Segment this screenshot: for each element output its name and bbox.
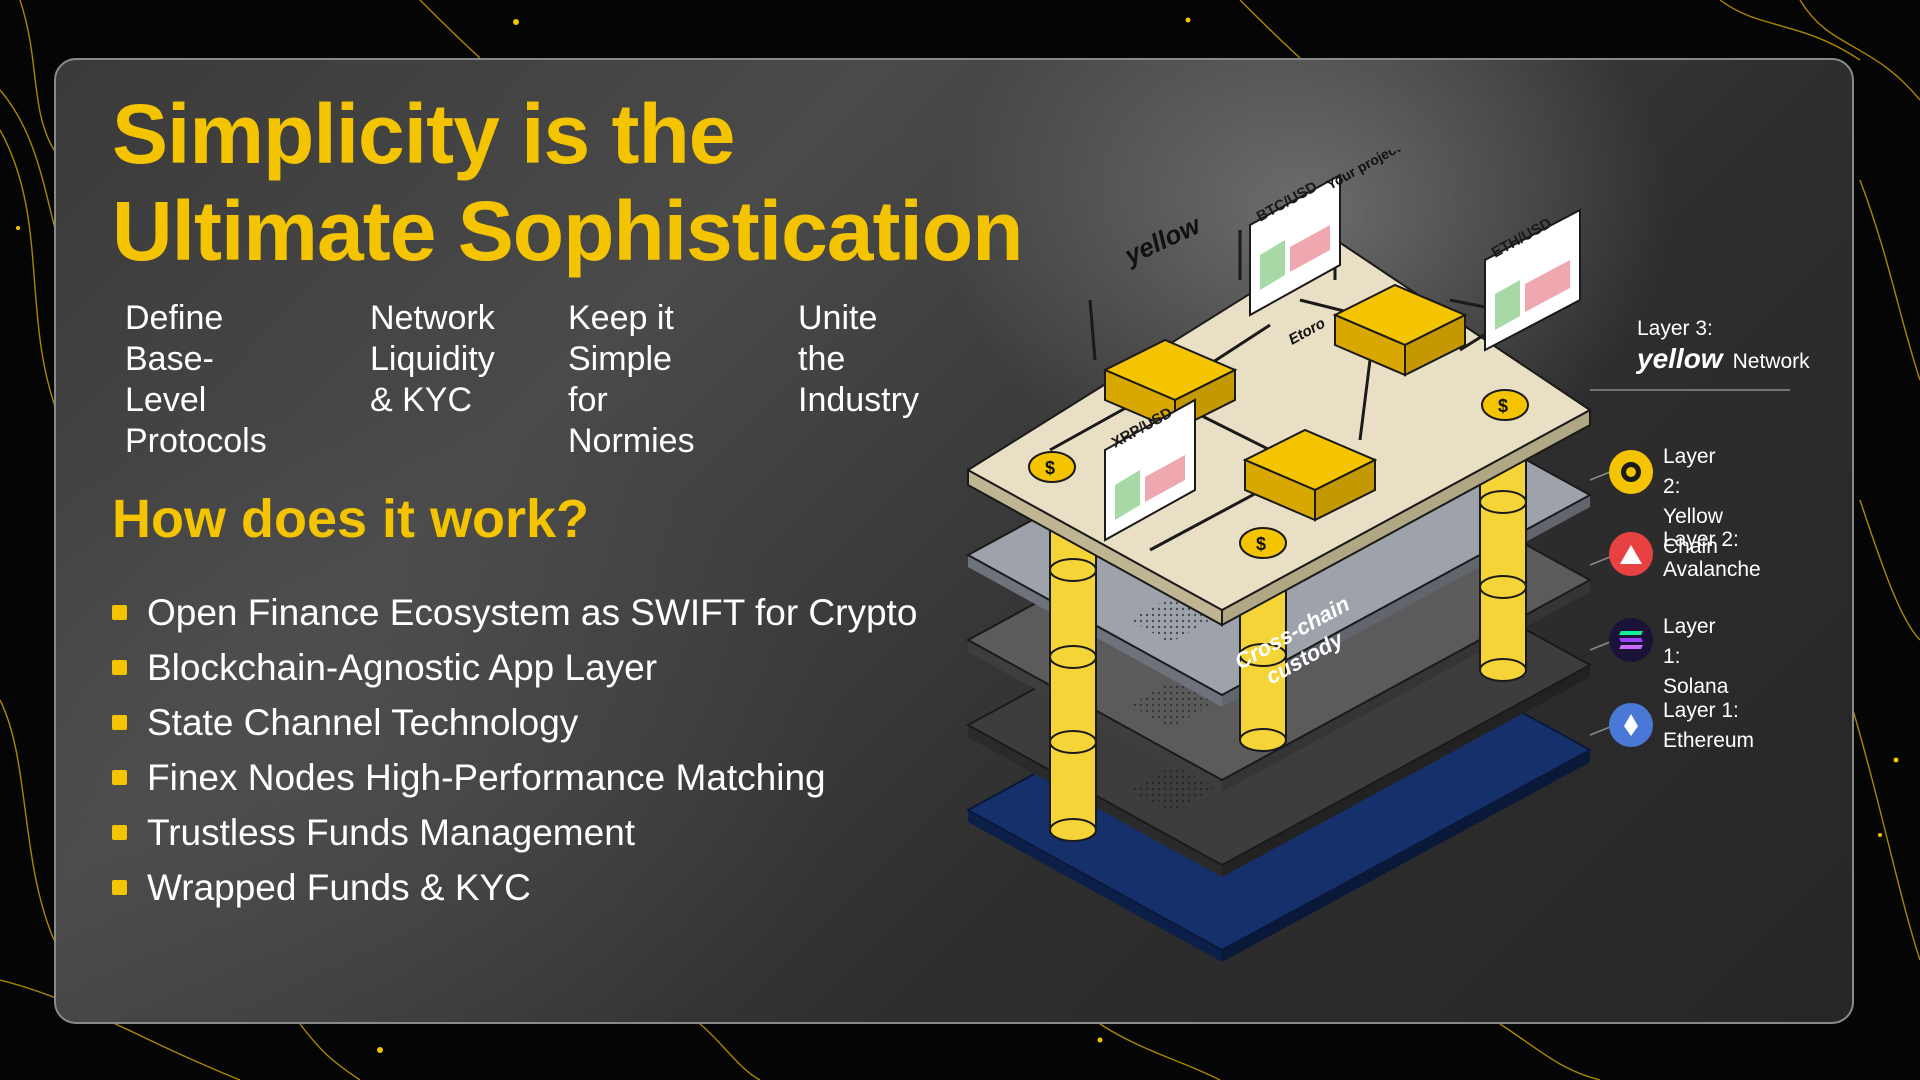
list-item: Blockchain-Agnostic App Layer [112,640,917,695]
node-cluster-your-project [1332,283,1468,377]
list-item: Open Finance Ecosystem as SWIFT for Cryp… [112,585,917,640]
title-line-2: Ultimate Sophistication [112,184,1023,278]
feature-list: Open Finance Ecosystem as SWIFT for Cryp… [112,585,917,915]
pillar-keep-simple: Keep it Simple for Normies [568,299,695,460]
avalanche-icon [1609,532,1653,576]
node-cluster-etoro [1242,428,1378,522]
pillar-unite-industry: Unite the Industry [798,299,919,419]
svg-text:$: $ [1045,458,1055,478]
bullet-icon [112,825,127,840]
list-item: Wrapped Funds & KYC [112,860,917,915]
svg-text:$: $ [1498,396,1508,416]
layer2-avalanche-name: Avalanche [1663,558,1761,581]
bullet-icon [112,715,127,730]
dollar-coin-icon: $ [1239,527,1287,559]
layer1-ethereum-name: Ethereum [1663,729,1755,752]
bullet-icon [112,605,127,620]
layer3-name: Network [1732,350,1810,373]
dollar-coin-icon: $ [1028,451,1076,483]
bullet-icon [112,770,127,785]
layer3-label: Layer 3: [1637,317,1713,340]
feature-text: Finex Nodes High-Performance Matching [147,756,826,798]
yellow-network-logo: yellow [1637,343,1723,374]
list-item: Trustless Funds Management [112,805,917,860]
layer1-solana-name: Solana [1663,675,1729,698]
feature-text: Open Finance Ecosystem as SWIFT for Cryp… [147,591,918,633]
list-item: Finex Nodes High-Performance Matching [112,750,917,805]
layer2-avalanche-label: Layer 2: [1663,528,1739,551]
list-item: State Channel Technology [112,695,917,750]
dollar-coin-icon: $ [1481,389,1529,421]
layer1-solana-label: Layer 1: [1663,615,1716,668]
legend-layer1-ethereum: Layer 1: Ethereum [1663,696,1754,756]
feature-text: State Channel Technology [147,701,579,743]
node-cluster-yellow [1102,338,1238,432]
layer2-yellow-name: Yellow Chain [1663,505,1723,558]
title-line-1: Simplicity is the [112,87,736,181]
main-card [54,58,1854,1024]
how-it-works-heading: How does it work? [112,489,590,549]
feature-text: Trustless Funds Management [147,811,636,853]
page-title: Simplicity is the Ultimate Sophisticatio… [112,86,1023,280]
bullet-icon [112,660,127,675]
solana-icon [1609,618,1653,662]
pillar-network-liquidity: Network Liquidity & KYC [370,299,495,419]
feature-text: Wrapped Funds & KYC [147,866,531,908]
legend-layer3: Layer 3: yellow Network [1637,314,1810,377]
legend-layer1-solana: Layer 1: Solana [1663,612,1728,702]
yellow-logo-label: yellow [1118,209,1206,271]
bullet-icon [112,880,127,895]
legend-layer2-yellow: Layer 2: Yellow Chain [1663,442,1723,562]
layer1-ethereum-label: Layer 1: [1663,699,1739,722]
pillar-define-protocols: Define Base-Level Protocols [125,299,267,460]
eth-usd-card: ETH/USD [1484,208,1581,352]
ethereum-icon [1609,703,1653,747]
feature-text: Blockchain-Agnostic App Layer [147,646,658,688]
your-project-label: Your project [1324,150,1403,193]
legend-layer2-avalanche: Layer 2: Avalanche [1663,525,1761,585]
layer-stack-diagram: Cross-chain custody [965,150,1790,962]
svg-text:$: $ [1256,534,1266,554]
yellow-chain-icon [1609,450,1653,494]
layer2-yellow-label: Layer 2: [1663,445,1716,498]
